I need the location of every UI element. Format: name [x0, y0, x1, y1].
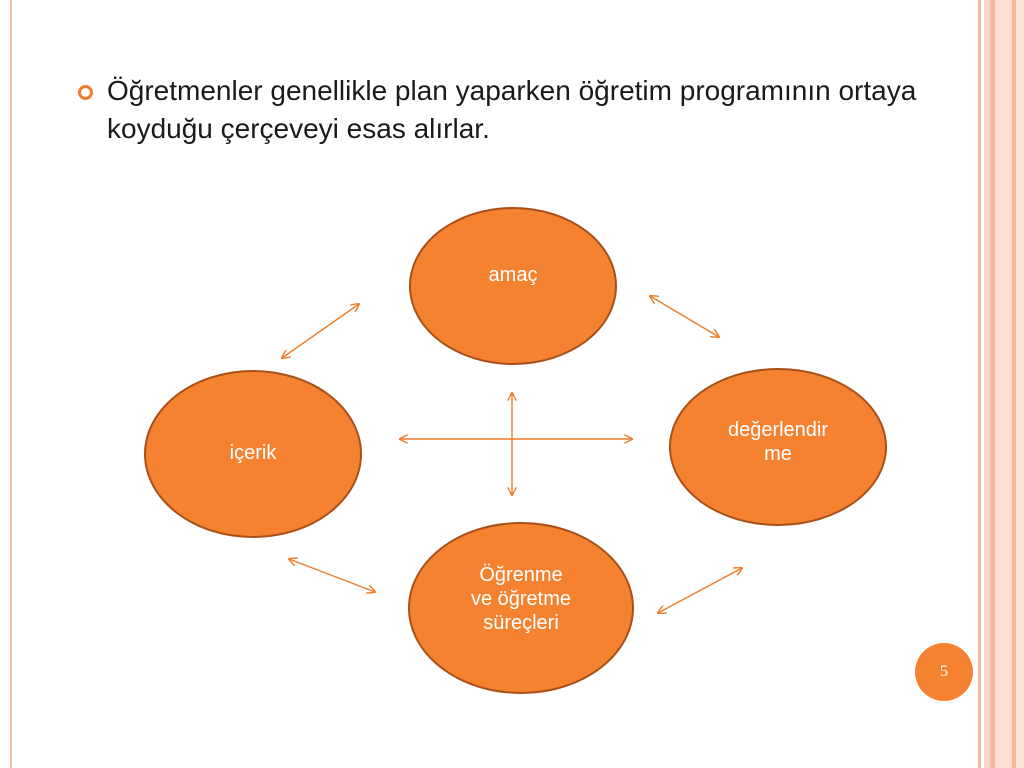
arrow-amac-degerlendirme — [650, 296, 719, 337]
left-decorative-rule — [10, 0, 12, 768]
node-degerlendirme-label: değerlendir me — [727, 419, 829, 465]
right-decorative-band — [1012, 0, 1016, 768]
page-number: 5 — [940, 663, 948, 680]
arrow-ogrenme-degerlendirme — [658, 568, 742, 613]
bullet-text: Öğretmenler genellikle plan yaparken öğr… — [107, 75, 917, 144]
node-icerik-label: içerik — [229, 442, 277, 464]
node-amac: amaç — [409, 207, 617, 365]
right-decorative-band — [995, 0, 1012, 768]
right-decorative-band — [990, 0, 995, 768]
page-number-badge: 5 — [915, 643, 973, 701]
arrow-icerik-ogrenme — [289, 559, 375, 592]
node-degerlendirme: değerlendir me — [669, 368, 887, 526]
right-decorative-band — [984, 0, 990, 768]
node-ogrenme: Öğrenme ve öğretme süreçleri — [408, 522, 634, 694]
node-amac-label: amaç — [488, 264, 538, 286]
bullet-point: Öğretmenler genellikle plan yaparken öğr… — [78, 72, 938, 148]
node-icerik: içerik — [144, 370, 362, 538]
right-decorative-band — [978, 0, 981, 768]
right-decorative-band — [1016, 0, 1024, 768]
bullet-circle-icon — [78, 85, 93, 100]
node-ogrenme-label: Öğrenme ve öğretme süreçleri — [470, 564, 572, 634]
arrow-icerik-amac — [282, 304, 359, 358]
